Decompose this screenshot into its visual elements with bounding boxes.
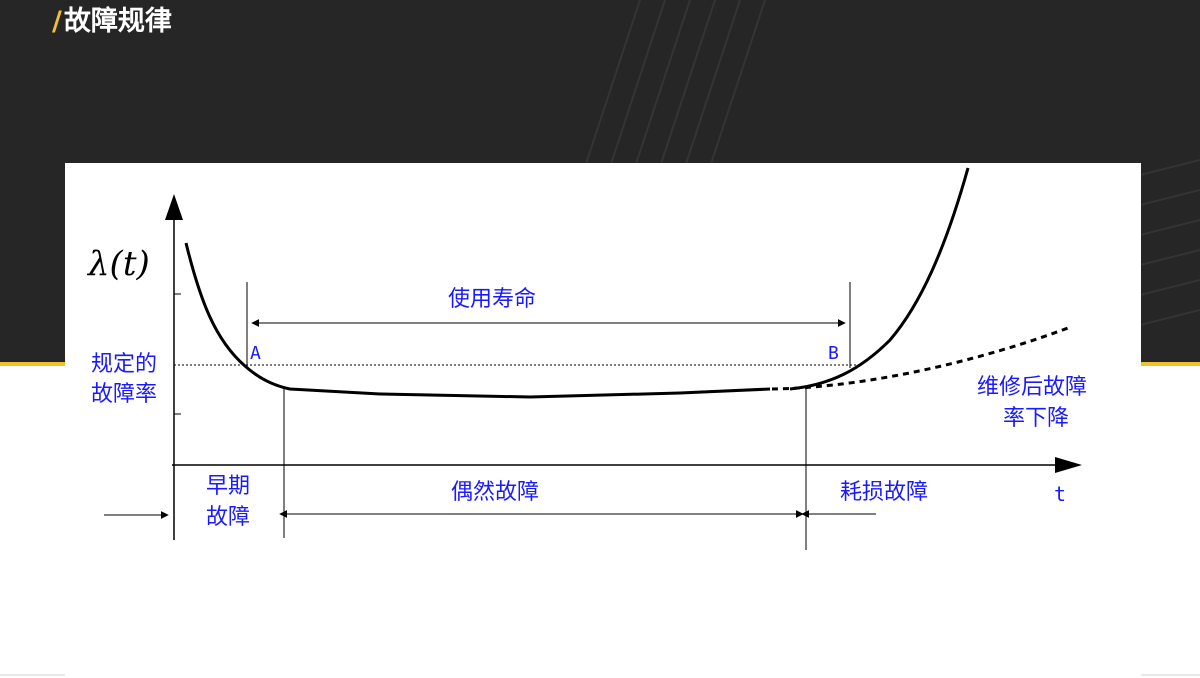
rated-failure-rate-label-line1: 规定的 bbox=[91, 352, 158, 377]
after-repair-label-line2: 率下降 bbox=[1003, 406, 1070, 431]
random-failure-label: 偶然故障 bbox=[451, 480, 540, 505]
wearout-curve bbox=[789, 167, 970, 391]
point-a-label: A bbox=[250, 343, 261, 364]
rated-failure-rate-label-line2: 故障率 bbox=[91, 382, 158, 407]
point-b-label: B bbox=[828, 343, 839, 364]
slide-title: /故障规律 bbox=[52, 4, 172, 40]
wearout-failure-label: 耗损故障 bbox=[840, 480, 929, 505]
figure-panel bbox=[65, 163, 1141, 678]
after-repair-curve bbox=[771, 326, 1069, 391]
x-axis-label: t bbox=[1054, 482, 1067, 506]
early-failure-label-line2: 故障 bbox=[206, 505, 251, 530]
bathtub-curve bbox=[184, 242, 771, 399]
title-slash: / bbox=[52, 6, 62, 37]
x-axis-arrowhead bbox=[1055, 457, 1082, 473]
early-failure-label-line1: 早期 bbox=[206, 474, 251, 499]
y-axis-label: λ(t) bbox=[88, 244, 150, 284]
title-text: 故障规律 bbox=[63, 6, 172, 37]
after-repair-label-line1: 维修后故障 bbox=[977, 375, 1088, 400]
y-axis-arrowhead bbox=[165, 194, 183, 220]
useful-life-label: 使用寿命 bbox=[448, 287, 537, 312]
